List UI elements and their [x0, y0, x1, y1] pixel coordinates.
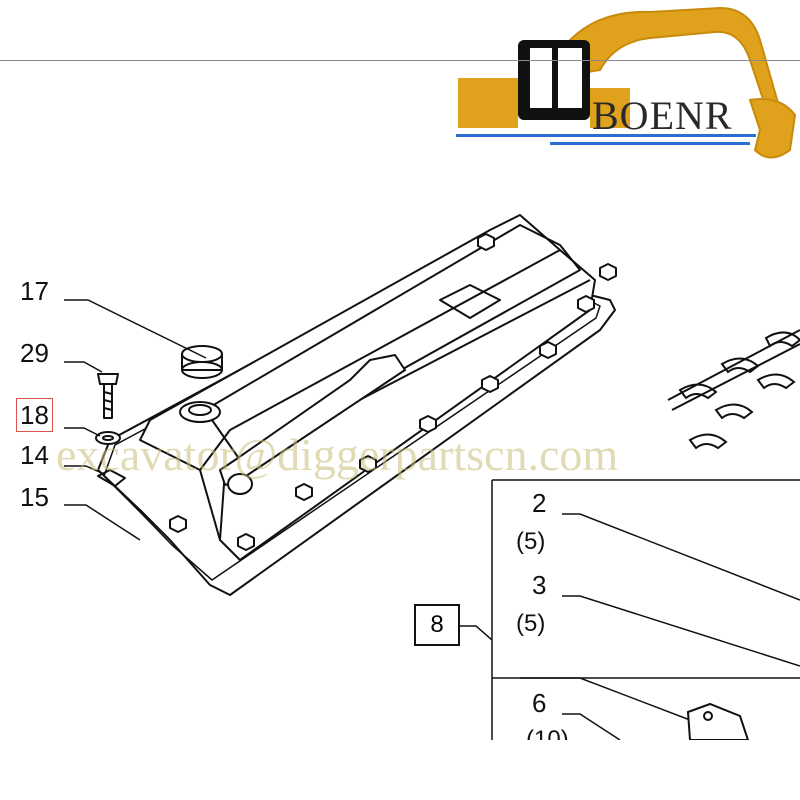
quantity-3: (5) — [516, 610, 546, 637]
callout-2: 2 — [532, 488, 547, 518]
email-watermark: excavator@diggerpartscn.com — [56, 429, 619, 480]
callout-8: 8 — [430, 611, 444, 638]
brand-logo-text: BOENR — [592, 93, 733, 138]
callout-15: 15 — [20, 482, 49, 512]
callout-17: 17 — [20, 276, 49, 306]
callout-18-highlighted: 18 — [16, 398, 53, 432]
callout-14: 14 — [20, 440, 49, 470]
quantity-2: (5) — [516, 528, 546, 555]
callout-3: 3 — [532, 570, 547, 600]
callout-29: 29 — [20, 338, 49, 368]
bottom-blank — [0, 740, 800, 800]
callout-6: 6 — [532, 688, 547, 718]
callout-8-box: 8 — [414, 604, 460, 646]
header-divider — [0, 60, 800, 61]
